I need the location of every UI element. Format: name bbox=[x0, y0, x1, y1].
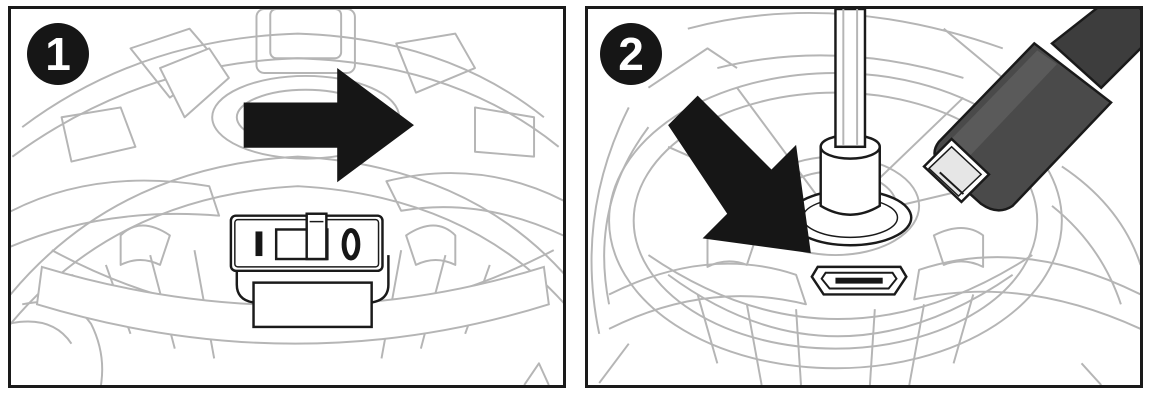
step-1-panel: 1 bbox=[8, 6, 566, 388]
usb-port-icon bbox=[810, 265, 908, 296]
direction-arrow-icon bbox=[668, 95, 811, 254]
direction-arrow-icon bbox=[243, 68, 414, 183]
usb-plug-icon bbox=[922, 9, 1140, 212]
step-number-badge: 2 bbox=[600, 23, 662, 85]
power-switch-icon bbox=[229, 212, 390, 329]
step-2-panel: 2 bbox=[585, 6, 1143, 388]
step-1-illustration bbox=[11, 9, 563, 385]
step-number-badge: 1 bbox=[27, 23, 89, 85]
step-2-illustration bbox=[590, 9, 1140, 385]
